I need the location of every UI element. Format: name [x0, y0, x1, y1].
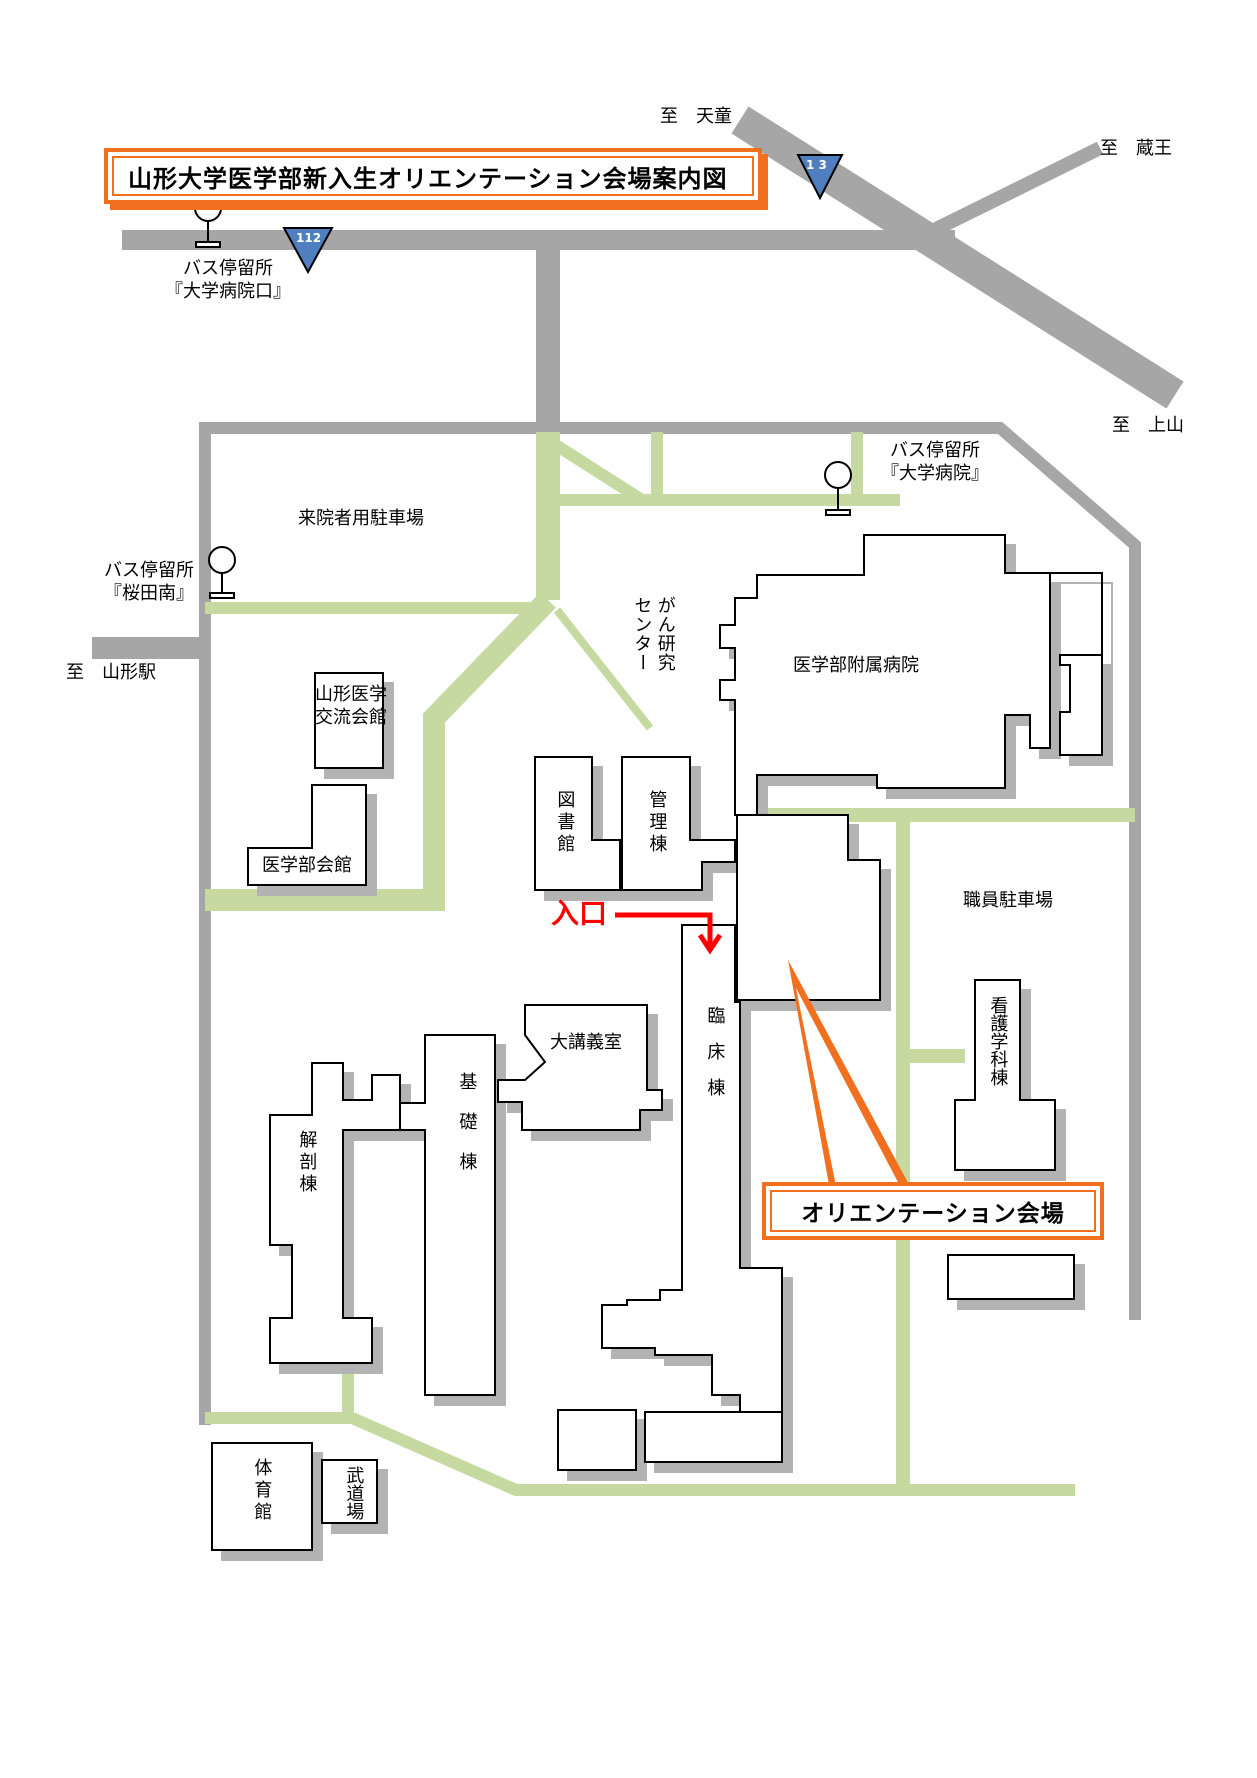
building-faculty-hall: [247, 784, 367, 886]
staff-parking-label: 職員駐車場: [963, 890, 1053, 911]
building-lecture-hall: [497, 1004, 663, 1131]
bus-stop-sakuradaminami-label: バス停留所 『桜田南』: [104, 560, 194, 604]
map-title: 山形大学医学部新入生オリエンテーション会場案内図: [112, 156, 754, 196]
building-admin: [621, 756, 736, 891]
venue-callout-box: オリエンテーション会場: [762, 1182, 1104, 1240]
building-basic: [399, 1034, 496, 1396]
building-annex-east: [947, 1254, 1075, 1300]
lecture-hall-label: 大講義室: [550, 1032, 622, 1053]
entrance-label: 入口: [551, 897, 608, 930]
direction-kaminoyama: 至 上山: [1112, 415, 1184, 436]
building-gym: [211, 1442, 313, 1551]
building-hospital-annex: [1050, 572, 1103, 756]
direction-zao: 至 蔵王: [1100, 138, 1172, 159]
building-exchange-hall: [314, 672, 384, 769]
direction-tendo: 至 天童: [660, 106, 732, 127]
route-13-label: 1 3: [806, 158, 827, 172]
footpaths: [205, 432, 1135, 1496]
cancer-center-label: がん研究センター: [631, 596, 676, 672]
building-dojo: [321, 1459, 378, 1524]
building-nursing: [954, 979, 1056, 1171]
gym-label: 体育館: [251, 1458, 273, 1524]
route-shield-icon: [282, 154, 844, 275]
road-campus-ring: [199, 422, 1141, 1425]
bus-stop-icon: [194, 194, 852, 599]
bus-stop-hospital-entrance-label: バス停留所 『大学病院口』: [165, 258, 291, 302]
clinical-building-label: 臨床棟: [704, 1006, 726, 1114]
entrance-arrow-icon: [615, 912, 723, 955]
buildings: [211, 534, 1103, 1551]
map-title-box: 山形大学医学部新入生オリエンテーション会場案内図: [104, 148, 762, 204]
hospital-label: 医学部附属病院: [793, 655, 919, 676]
building-clinical: [601, 924, 783, 1419]
visitor-parking-label: 来院者用駐車場: [298, 508, 424, 529]
faculty-hall-label: 医学部会館: [262, 855, 352, 876]
building-lab-south-a: [557, 1409, 637, 1471]
basic-building-label: 基礎棟: [456, 1072, 478, 1192]
bus-stop-hospital-label: バス停留所 『大学病院』: [881, 440, 989, 484]
building-library: [534, 756, 621, 891]
direction-yamagata-station: 至 山形駅: [66, 662, 156, 683]
nursing-building-label: 看護学科棟: [987, 996, 1009, 1086]
building-hospital-south: [736, 814, 881, 1001]
building-hospital: [719, 534, 1051, 816]
dojo-label: 武道場: [343, 1466, 365, 1520]
exchange-hall-label: 山形医学交流会館: [315, 684, 387, 728]
anatomy-building-label: 解剖棟: [296, 1130, 318, 1196]
venue-callout-pointer: [788, 960, 912, 1190]
admin-label: 管理棟: [646, 790, 668, 856]
road-to-zao: [926, 141, 1104, 239]
library-label: 図書館: [554, 790, 576, 856]
venue-callout-label: オリエンテーション会場: [770, 1190, 1096, 1232]
route-112-label: 112: [296, 231, 322, 245]
building-anatomy: [269, 1062, 401, 1364]
building-lab-south-b: [644, 1411, 783, 1463]
